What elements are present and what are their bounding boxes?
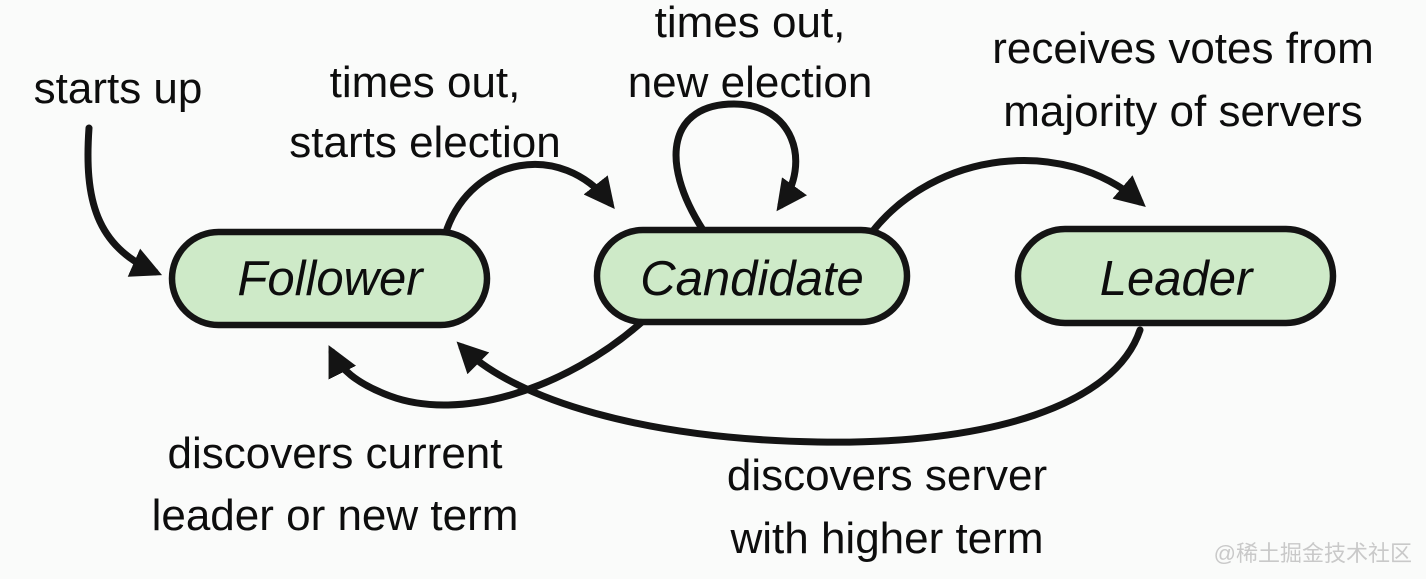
state-label-candidate: Candidate: [640, 252, 863, 306]
label-receives-votes-line2: majority of servers: [1003, 87, 1362, 136]
edge-candidate-to-follower: [328, 317, 647, 409]
label-times-out-starts-election-line1: times out,: [330, 58, 521, 107]
state-label-leader: Leader: [1100, 252, 1254, 306]
edge-start-to-follower: [84, 124, 163, 277]
label-discovers-higher-term-line2: with higher term: [729, 514, 1043, 563]
edge-leader-to-follower: [456, 326, 1144, 446]
label-discovers-higher-term-line1: discovers server: [727, 451, 1047, 500]
edge-follower-to-candidate: [443, 160, 615, 233]
label-receives-votes-line1: receives votes from: [992, 24, 1373, 73]
label-times-out-new-election-line2: new election: [628, 58, 873, 107]
edge-candidate-to-leader: [868, 156, 1146, 236]
state-node-follower: [168, 228, 491, 329]
state-node-candidate: [593, 226, 911, 326]
state-label-follower: Follower: [237, 252, 424, 306]
state-node-leader: [1014, 225, 1337, 327]
label-discovers-current-leader-line2: leader or new term: [152, 491, 519, 540]
label-times-out-starts-election-line2: starts election: [289, 118, 560, 167]
label-times-out-new-election-line1: times out,: [655, 0, 846, 47]
label-discovers-current-leader-line1: discovers current: [167, 429, 502, 478]
label-starts-up: starts up: [34, 64, 203, 113]
edge-candidate-self-loop: [672, 100, 807, 234]
watermark: @稀土掘金技术社区: [1214, 541, 1412, 566]
